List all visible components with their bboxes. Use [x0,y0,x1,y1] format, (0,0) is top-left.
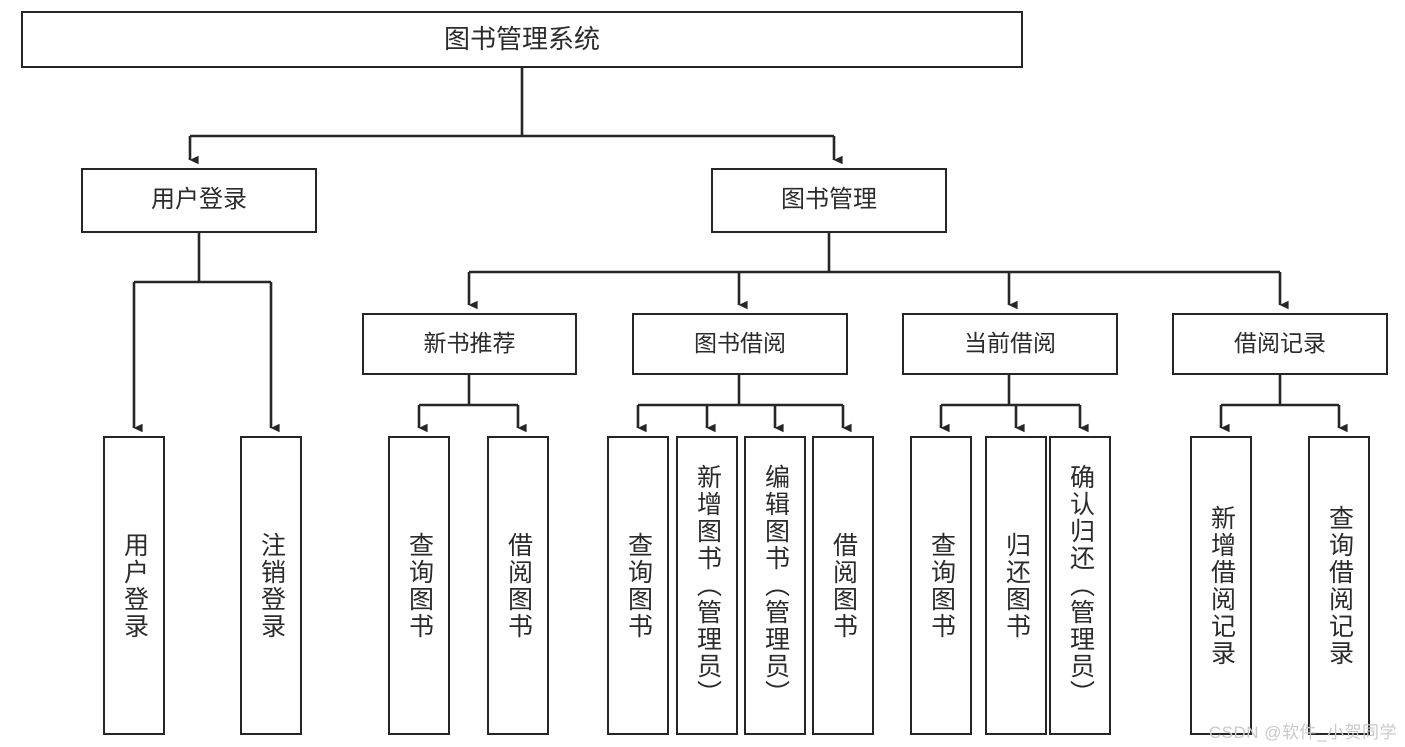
leaf-query-book-recommend[interactable]: 查询图书 [388,436,450,735]
node-new-book-recommend-label: 新书推荐 [423,330,516,357]
leaf-edit-book-admin[interactable]: 编辑图书（管理员） [744,436,806,735]
node-book-borrow[interactable]: 图书借阅 [632,313,848,375]
node-book-management[interactable]: 图书管理 [711,168,947,233]
node-current-borrow[interactable]: 当前借阅 [902,313,1118,375]
leaf-confirm-return-admin-label: 确认归还（管理员） [1066,464,1095,707]
leaf-user-login[interactable]: 用户登录 [103,436,165,735]
node-root[interactable]: 图书管理系统 [21,11,1023,68]
leaf-confirm-return-admin[interactable]: 确认归还（管理员） [1049,436,1111,735]
leaf-logout[interactable]: 注销登录 [240,436,302,735]
leaf-user-login-label: 用户登录 [120,531,149,640]
leaf-borrow-book[interactable]: 借阅图书 [812,436,874,735]
node-borrow-record[interactable]: 借阅记录 [1172,313,1388,375]
leaf-return-book[interactable]: 归还图书 [985,436,1047,735]
leaf-borrow-book-recommend-label: 借阅图书 [504,531,533,640]
leaf-query-borrow-record-label: 查询借阅记录 [1325,504,1354,667]
node-user-login[interactable]: 用户登录 [81,168,317,233]
node-borrow-record-label: 借阅记录 [1234,330,1326,357]
node-root-label: 图书管理系统 [443,23,600,54]
watermark: CSDN @软件_小贺同学 [1208,723,1397,742]
leaf-query-borrow-record[interactable]: 查询借阅记录 [1308,436,1370,735]
node-book-management-label: 图书管理 [781,186,877,214]
leaf-query-book-borrow-label: 查询图书 [624,531,653,640]
leaf-query-book-current-label: 查询图书 [927,531,956,640]
leaf-logout-label: 注销登录 [257,531,286,640]
leaf-add-book-admin-label: 新增图书（管理员） [693,464,722,707]
leaf-add-borrow-record[interactable]: 新增借阅记录 [1190,436,1252,735]
leaf-borrow-book-label: 借阅图书 [829,531,858,640]
leaf-add-borrow-record-label: 新增借阅记录 [1207,504,1236,667]
leaf-query-book-recommend-label: 查询图书 [405,531,434,640]
node-user-login-label: 用户登录 [151,186,247,214]
leaf-edit-book-admin-label: 编辑图书（管理员） [761,464,790,707]
leaf-query-book-current[interactable]: 查询图书 [910,436,972,735]
node-current-borrow-label: 当前借阅 [964,330,1056,357]
leaf-query-book-borrow[interactable]: 查询图书 [607,436,669,735]
node-book-borrow-label: 图书借阅 [694,330,786,357]
node-new-book-recommend[interactable]: 新书推荐 [362,313,577,375]
leaf-borrow-book-recommend[interactable]: 借阅图书 [487,436,549,735]
leaf-add-book-admin[interactable]: 新增图书（管理员） [676,436,738,735]
leaf-return-book-label: 归还图书 [1002,531,1031,640]
